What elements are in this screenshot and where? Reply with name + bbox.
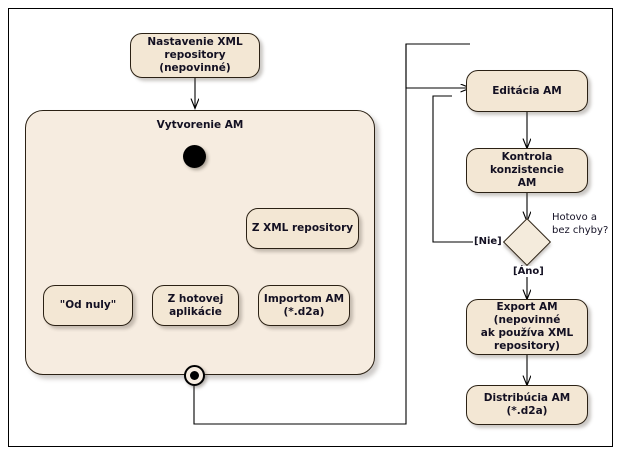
node-consistency-check-label: Kontrola konzistencie AM bbox=[490, 151, 564, 189]
node-from-existing-app[interactable]: Z hotovej aplikácie bbox=[152, 285, 239, 326]
composite-title: Vytvorenie AM bbox=[156, 119, 244, 131]
node-from-xml-repository-label: Z XML repository bbox=[251, 222, 354, 234]
node-from-existing-app-label: Z hotovej aplikácie bbox=[167, 292, 224, 318]
node-edit-am[interactable]: Editácia AM bbox=[466, 70, 588, 112]
diagram-outer-frame bbox=[8, 8, 613, 447]
node-import-am-label: Importom AM (*.d2a) bbox=[263, 292, 345, 318]
node-consistency-check[interactable]: Kontrola konzistencie AM bbox=[466, 148, 588, 193]
decision-question-label: Hotovo a bez chyby? bbox=[552, 212, 609, 236]
node-edit-am-label: Editácia AM bbox=[492, 84, 562, 97]
node-from-scratch[interactable]: "Od nuly" bbox=[43, 285, 133, 326]
node-from-scratch-label: "Od nuly" bbox=[59, 299, 117, 311]
initial-node bbox=[183, 145, 206, 168]
node-export-am[interactable]: Export AM (nepovinné ak používa XML repo… bbox=[466, 299, 588, 355]
node-distribution-am[interactable]: Distribúcia AM (*.d2a) bbox=[466, 385, 588, 425]
node-import-am[interactable]: Importom AM (*.d2a) bbox=[258, 285, 350, 326]
node-setup-xml-repository[interactable]: Nastavenie XML repository (nepovinné) bbox=[130, 33, 260, 78]
node-export-am-label: Export AM (nepovinné ak používa XML repo… bbox=[480, 301, 574, 352]
node-distribution-am-label: Distribúcia AM (*.d2a) bbox=[483, 392, 571, 417]
guard-yes-label: [Áno] bbox=[512, 266, 545, 277]
node-setup-label: Nastavenie XML repository (nepovinné) bbox=[147, 36, 243, 74]
node-from-xml-repository[interactable]: Z XML repository bbox=[246, 208, 359, 249]
guard-no-label: [Nie] bbox=[473, 236, 503, 247]
final-node bbox=[184, 365, 205, 386]
